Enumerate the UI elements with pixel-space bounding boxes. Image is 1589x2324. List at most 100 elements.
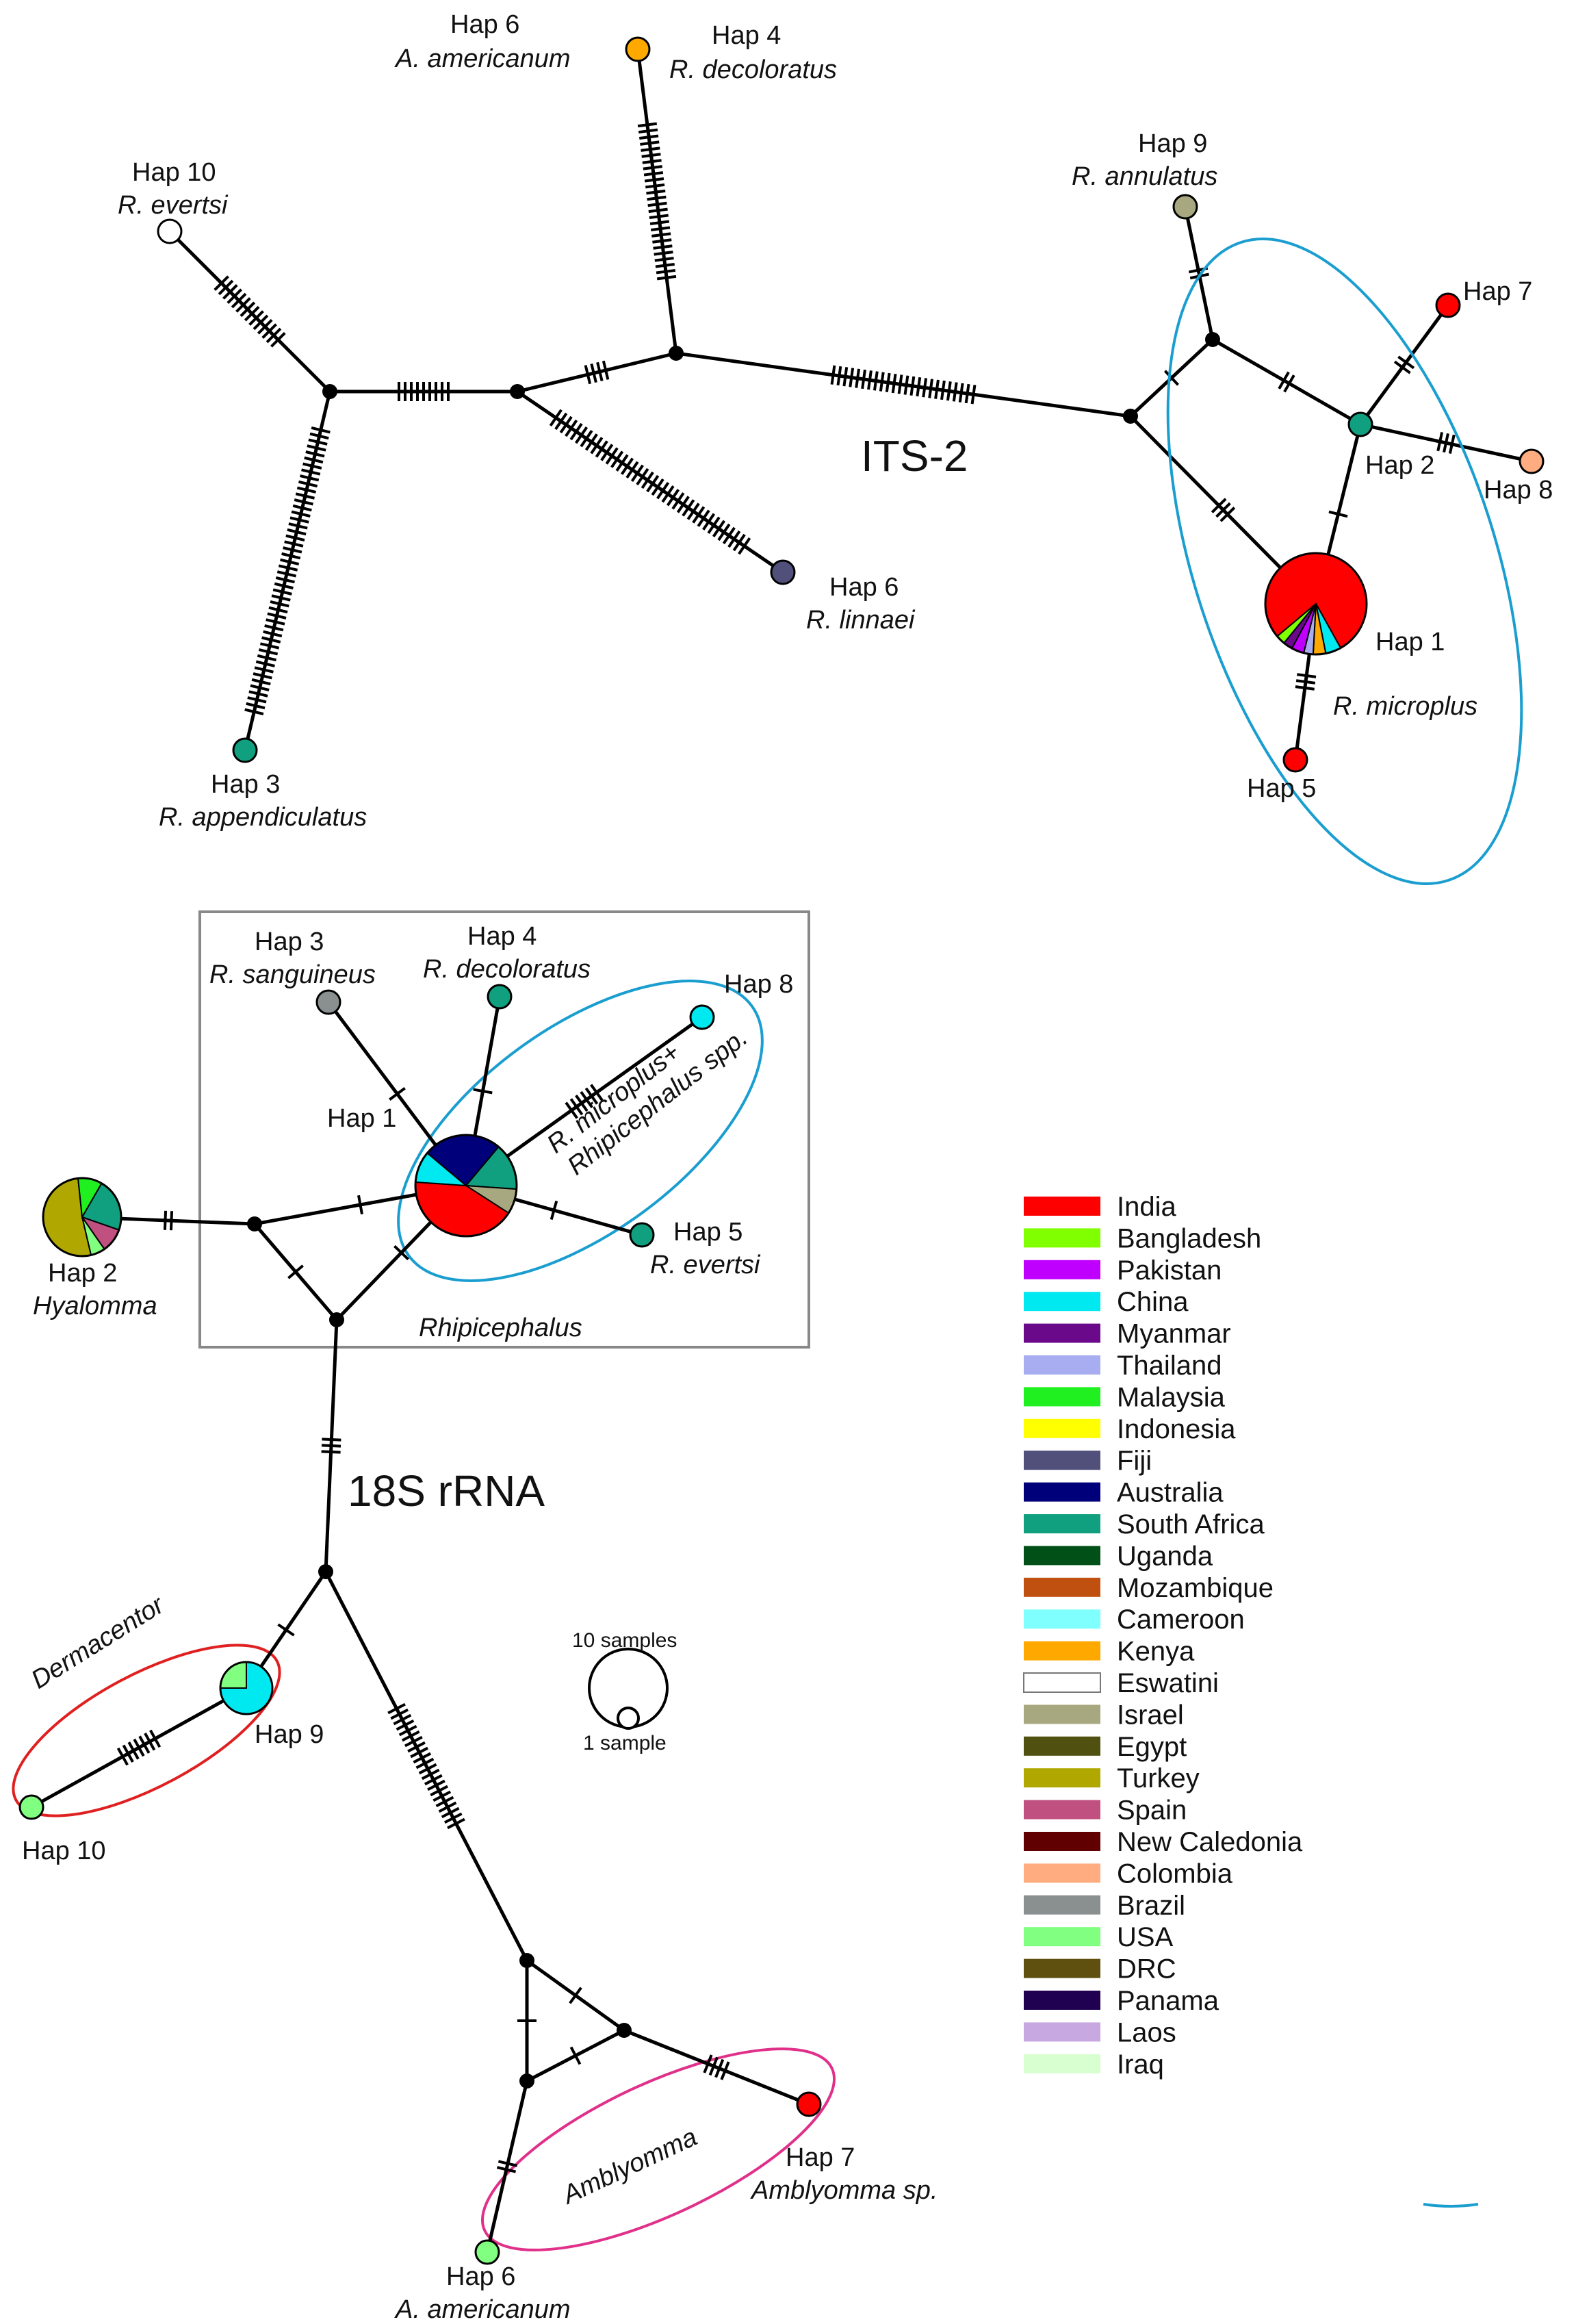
- its2-edge-hap3-mutation-tick: [280, 558, 300, 566]
- rrna-h2-label: Hap 2: [48, 1259, 117, 1288]
- its2-edge-hap6b-mutation-tick: [702, 513, 716, 531]
- its2-edge-hap7: [1358, 304, 1450, 426]
- its2-edge-hap5-mutation-tick: [1297, 673, 1317, 678]
- its2-edge-hap4-mutation-tick: [643, 165, 662, 170]
- its2-hap6b-species: R. linnaei: [806, 606, 916, 635]
- its2-edge-hap6b-mutation-tick: [732, 533, 746, 552]
- its2-edge-hap10-mutation-tick: [218, 279, 234, 296]
- rrna-edge-h-j-mutation-tick: [430, 1785, 448, 1797]
- its2-edge-hap3-mutation-tick: [307, 444, 326, 452]
- legend-swatch-spain: [1024, 1800, 1100, 1819]
- rrna-edge-h-j-mutation-tick: [401, 1730, 420, 1742]
- legend-swatch-usa: [1024, 1927, 1100, 1947]
- legend-swatch-south-africa: [1024, 1514, 1100, 1533]
- legend-label-spain: Spain: [1117, 1796, 1187, 1826]
- its2-hap1-pie-outline: [1264, 552, 1368, 656]
- its2-nodes: [157, 36, 1545, 773]
- its2-edge-hap6b-mutation-tick: [610, 450, 624, 468]
- its2-edge-hap4-mutation-tick: [640, 140, 660, 146]
- rrna-edge-h-j-mutation-tick: [424, 1774, 443, 1786]
- legend-swatch-cameroon: [1024, 1609, 1100, 1629]
- rrna-edge-g-h-mutation-tick: [321, 1444, 341, 1448]
- its2-edge-hap6b-mutation-tick: [615, 454, 629, 472]
- rrna-h8-label: Hap 8: [724, 970, 793, 999]
- its2-edge-c-d-mutation-tick: [891, 374, 897, 394]
- its2-hap4-label: Hap 4: [712, 21, 781, 50]
- its2-edge-hap4-mutation-tick: [647, 195, 667, 201]
- its2-edge-hap3-mutation-tick: [267, 612, 287, 620]
- rrna-edge-h-j-mutation-tick: [415, 1757, 435, 1770]
- its2-edge-hap6b-mutation-tick: [692, 506, 706, 524]
- rrna-edge-g-h-mutation-tick: [321, 1450, 341, 1454]
- its2-edge-hap2-e: [1211, 337, 1362, 426]
- rrna-edge-h7: [623, 2028, 810, 2106]
- its2-hap7-node: [1435, 292, 1461, 318]
- its2-edge-hap4-mutation-tick: [650, 226, 671, 231]
- its2-hap4-node: [625, 36, 651, 62]
- its2-edge-hap3-mutation-tick: [302, 462, 322, 470]
- legend-swatch-kenya: [1024, 1641, 1100, 1661]
- its2-edge-hap4-mutation-tick: [652, 238, 672, 244]
- its2-hap5-label: Hap 5: [1247, 774, 1316, 803]
- its2-hap3-node: [232, 737, 258, 763]
- its2-edge-hap6b-mutation-tick: [625, 461, 639, 478]
- its2-edge-hap3-mutation-tick: [308, 438, 328, 446]
- its2-edge-hap4: [636, 49, 678, 354]
- its2-edge-hap3-mutation-tick: [247, 696, 267, 704]
- rrna-edge-h-j-mutation-tick: [447, 1817, 465, 1830]
- rrna-h5-label: Hap 5: [673, 1218, 742, 1247]
- its2-edge-hap6b-mutation-tick: [738, 537, 751, 555]
- its2-edge-hap7-mutation-tick: [1397, 355, 1415, 370]
- its2-edge-hap3-mutation-tick: [271, 594, 291, 602]
- its2-edge-hap4-mutation-tick: [649, 214, 669, 220]
- its2-median-vector-b: [510, 384, 525, 399]
- rrna-edge-h8-mutation-tick: [565, 1101, 578, 1119]
- rrna-edge-h8-mutation-tick: [584, 1087, 599, 1105]
- legend-swatch-myanmar: [1024, 1323, 1100, 1343]
- legend-swatch-china: [1024, 1292, 1100, 1312]
- rrna-h7-label: Hap 7: [786, 2143, 855, 2172]
- legend-label-india: India: [1117, 1192, 1176, 1222]
- its2-edge-b-c-mutation-tick: [602, 360, 610, 380]
- legend-swatch-australia: [1024, 1482, 1100, 1502]
- its2-median-vector-a: [322, 384, 337, 399]
- its2-edge-hap2-e-mutation-tick: [1278, 371, 1290, 390]
- rrna-h3-label: Hap 3: [255, 928, 324, 956]
- legend-label-cameroon: Cameroon: [1117, 1605, 1245, 1635]
- its2-hap4-species: R. decoloratus: [669, 55, 837, 84]
- its2-edge-hap3-mutation-tick: [283, 546, 302, 554]
- legend-swatch-mozambique: [1024, 1577, 1100, 1597]
- its2-edge-hap3-mutation-tick: [304, 456, 324, 464]
- its2-microplus-cluster-ellipse: [1166, 238, 1523, 885]
- legend-label-iraq: Iraq: [1117, 2050, 1164, 2080]
- its2-edge-hap5-mutation-tick: [1295, 685, 1315, 691]
- legend-label-china: China: [1117, 1287, 1189, 1317]
- rhipicephalus-box: [198, 910, 810, 1349]
- its2-edge-hap6b-mutation-tick: [559, 416, 573, 434]
- rrna-h10-node: [18, 1794, 44, 1820]
- its2-edge-c-d-mutation-tick: [922, 378, 928, 398]
- rrna-h9-pie: [219, 1661, 274, 1715]
- its2-edge-hap5-mutation-tick: [1295, 679, 1316, 685]
- legend-swatch-iraq: [1024, 2054, 1100, 2073]
- country-color-legend: IndiaBangladeshPakistanChinaMyanmarThail…: [1023, 1192, 1303, 2080]
- its2-edge-hap9: [1183, 206, 1215, 340]
- its2-edge-hap4-mutation-tick: [642, 159, 662, 164]
- its2-edge-c-d-mutation-tick: [952, 382, 958, 402]
- its2-edge-hap3-mutation-tick: [281, 552, 301, 560]
- legend-label-kenya: Kenya: [1117, 1637, 1195, 1667]
- rrna-median-vector-l: [519, 2073, 534, 2089]
- its2-edge-hap4-mutation-tick: [654, 251, 673, 256]
- its2-edge-hap4-mutation-tick: [649, 220, 670, 225]
- its2-hap9-node: [1172, 194, 1198, 220]
- its2-edge-hap4-mutation-tick: [644, 177, 664, 183]
- its2-median-vector-d: [1123, 409, 1138, 424]
- legend-label-eswatini: Eswatini: [1117, 1668, 1219, 1698]
- legend-swatch-panama: [1024, 1991, 1100, 2010]
- its2-hap10-species: R. evertsi: [118, 191, 229, 220]
- its2-edge-hap4-mutation-tick: [648, 207, 668, 214]
- legend-swatch-laos: [1024, 2022, 1100, 2042]
- rrna-edge-h-j-mutation-tick: [398, 1724, 417, 1737]
- its2-edge-hap6b-mutation-tick: [595, 440, 608, 458]
- its2-edge-hap3-mutation-tick: [309, 432, 329, 440]
